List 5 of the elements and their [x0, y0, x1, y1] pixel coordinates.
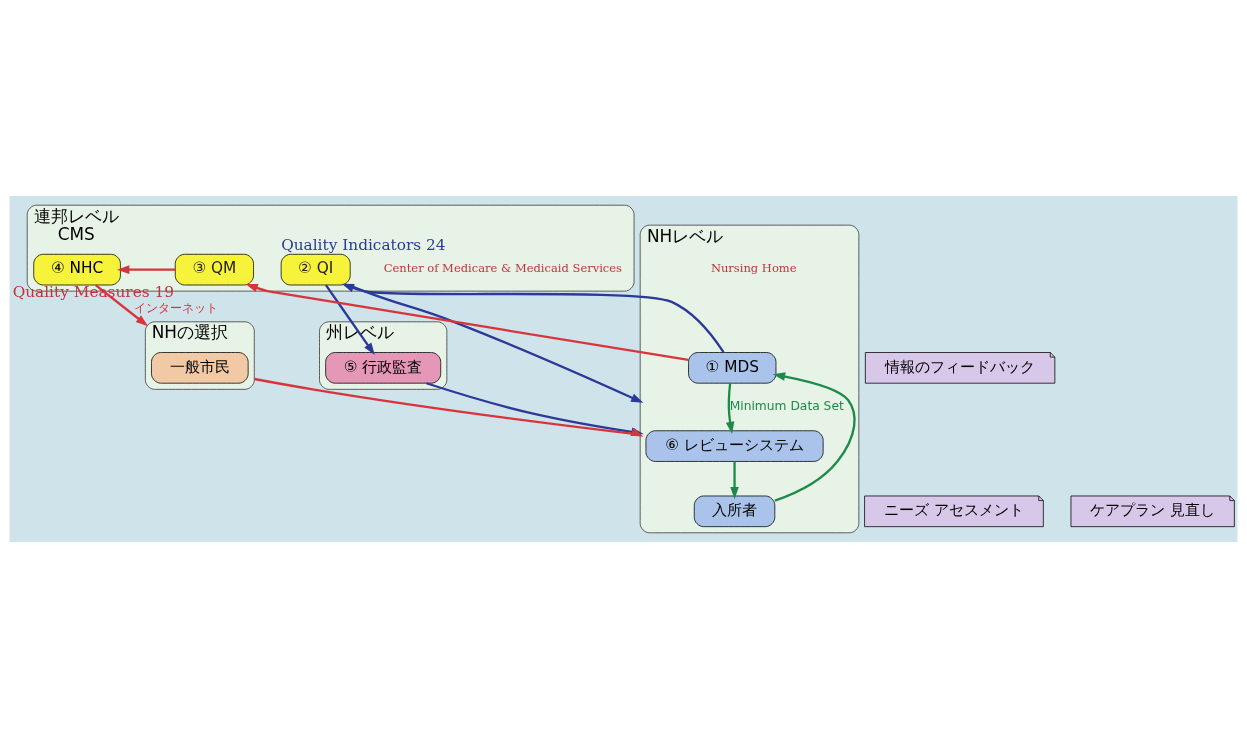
edge-label: インターネット	[133, 300, 218, 315]
node-label: Nursing Home	[710, 261, 797, 276]
edge-label: Minimum Data Set	[729, 398, 844, 413]
node-label: Center of Medicare & Medicaid Services	[383, 261, 623, 276]
node-label: Quality Indicators 24	[281, 235, 446, 254]
